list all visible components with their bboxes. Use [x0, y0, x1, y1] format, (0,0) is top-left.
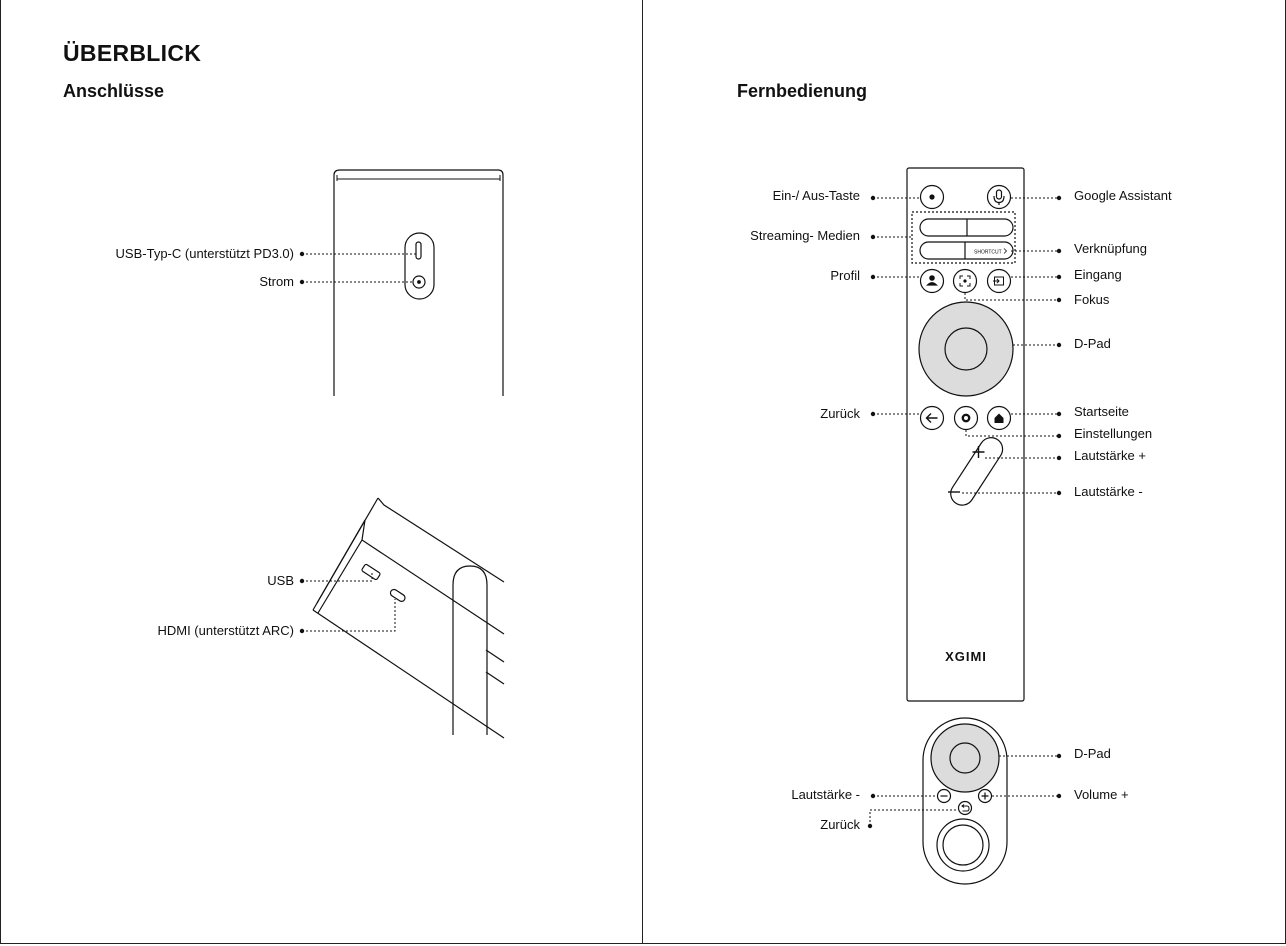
hdmi-port-icon	[389, 588, 406, 603]
label-hdmi-port: HDMI (unterstützt ARC)	[157, 623, 294, 639]
label-streaming: Streaming- Medien	[750, 228, 860, 244]
label-power-port: Strom	[259, 274, 294, 290]
label-profile: Profil	[830, 268, 860, 284]
mini-back-icon	[959, 802, 972, 815]
label-shortcut: Verknüpfung	[1074, 241, 1147, 257]
projector-rear-illustration	[334, 170, 503, 396]
mini-dpad-ok-button	[950, 743, 980, 773]
label-input: Eingang	[1074, 267, 1122, 283]
label-usb-c: USB-Typ-C (unterstützt PD3.0)	[116, 246, 294, 262]
projector-side-illustration	[313, 498, 504, 738]
label-focus: Fokus	[1074, 292, 1109, 308]
usb-port-icon	[361, 564, 380, 581]
label-mini-back: Zurück	[820, 817, 860, 833]
profile-icon	[921, 270, 944, 293]
brand-logo: XGIMI	[945, 649, 987, 664]
shortcut-button-text: SHORTCUT	[974, 250, 1002, 256]
usb-c-port-icon	[416, 242, 421, 259]
label-dpad: D-Pad	[1074, 336, 1111, 352]
label-power-button: Ein-/ Aus-Taste	[773, 188, 860, 204]
label-mini-volume-up: Volume +	[1074, 787, 1129, 803]
label-back: Zurück	[820, 406, 860, 422]
label-settings: Einstellungen	[1074, 426, 1152, 442]
label-mini-dpad: D-Pad	[1074, 746, 1111, 762]
label-google-assistant: Google Assistant	[1074, 188, 1172, 204]
label-usb-port: USB	[267, 573, 294, 589]
label-home: Startseite	[1074, 404, 1129, 420]
mini-remote-illustration	[923, 718, 1007, 884]
mic-icon	[988, 186, 1011, 209]
label-volume-up: Lautstärke +	[1074, 448, 1146, 464]
settings-icon	[955, 407, 978, 430]
label-volume-down: Lautstärke -	[1074, 484, 1143, 500]
dpad-ok-button	[945, 328, 987, 370]
label-mini-volume-down: Lautstärke -	[791, 787, 860, 803]
volume-rocker	[946, 433, 1007, 509]
